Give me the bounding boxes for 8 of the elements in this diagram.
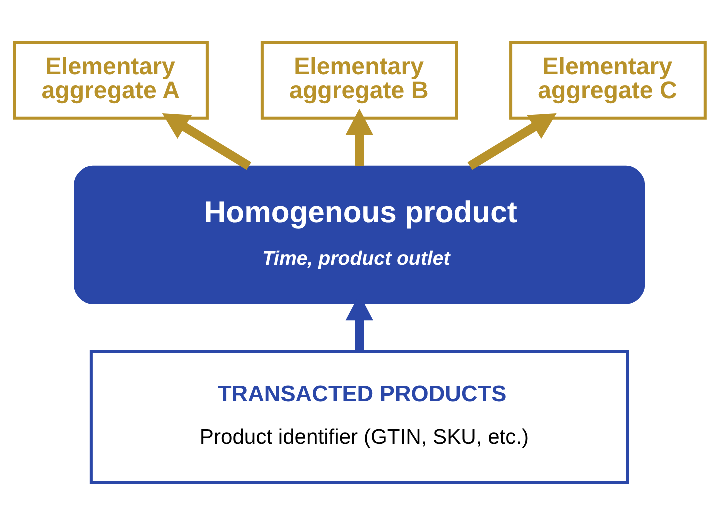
node-box: TRANSACTED PRODUCTS Product identifier (GTIN, SKU, etc.) [90,350,630,484]
arrow [162,114,252,170]
node-box: Elementary aggregate B [260,42,458,120]
arrow [468,114,557,170]
node-box: Elementary aggregate A [13,42,209,120]
node-box: Homogenous product Time, product outlet [74,166,646,304]
node-box: Elementary aggregate C [510,42,707,120]
arrow [346,108,374,166]
